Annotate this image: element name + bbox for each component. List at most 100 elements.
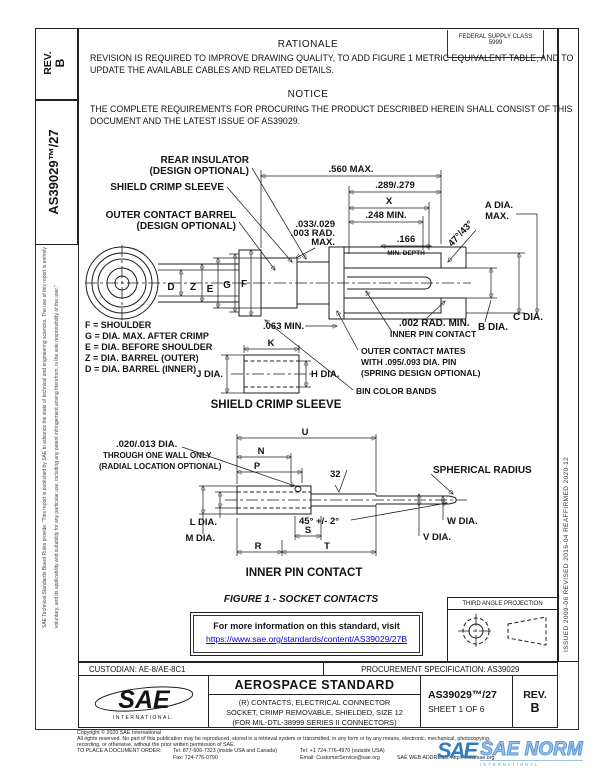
sleeve-caption: SHIELD CRIMP SLEEVE — [211, 399, 342, 411]
watermark-intl-text: INTERNATIONAL — [480, 760, 583, 767]
info-box-link[interactable]: https://www.sae.org/standards/content/AS… — [205, 634, 408, 644]
notice-heading: NOTICE — [287, 89, 329, 100]
rev-box-label: REV. B — [42, 31, 67, 95]
mates-line1: OUTER CONTACT MATES — [361, 346, 466, 356]
standard-title-cell: AEROSPACE STANDARD (R) CONTACTS, ELECTRI… — [209, 676, 421, 727]
watermark-sae-icon: SAE — [437, 738, 478, 763]
h-dia-label: H DIA. — [311, 369, 340, 380]
fax-number: Fax: 724-776-0790 — [173, 755, 218, 761]
sae-logo: SAE INTERNATIONAL. — [94, 686, 193, 721]
dim-166-sub: MIN. DEPTH — [387, 250, 425, 257]
email-address[interactable]: Email: CustomerService@sae.org — [300, 755, 380, 761]
standard-type: AEROSPACE STANDARD — [209, 676, 420, 695]
mates-line2: WITH .095/.093 DIA. PIN — [361, 357, 456, 367]
projection-symbol — [458, 614, 547, 648]
dim-063: .063 MIN. — [263, 321, 304, 332]
sae-logo-sub: INTERNATIONAL. — [112, 715, 174, 721]
dim-248: .248 MIN. — [365, 210, 406, 221]
standard-subtitle3: (FOR MIL-DTL-38999 SERIES II CONNECTORS) — [232, 718, 397, 727]
rev-value: B — [53, 58, 67, 68]
custodian-cell: CUSTODIAN: AE-8/AE-8C1 — [79, 663, 324, 675]
legend-d: D = DIA. BARREL (INNER) — [85, 364, 196, 374]
outer-contact-barrel-label: OUTER CONTACT BARREL — [106, 210, 236, 221]
pin-caption: INNER PIN CONTACT — [246, 567, 363, 579]
a-dia-label: A DIA. — [485, 200, 513, 211]
inner-pin-contact-label: INNER PIN CONTACT — [390, 329, 477, 339]
hole-dim: .020/.013 DIA. — [116, 439, 177, 450]
c-dia-label: C DIA. — [513, 312, 543, 323]
tel-outside: Tel: +1 724-776-4970 (outside USA) — [300, 748, 385, 754]
right-margin-strip — [558, 28, 579, 662]
rear-insulator-label2: (DESIGN OPTIONAL) — [150, 166, 249, 177]
watermark-norm-text: SAE NORM — [480, 739, 583, 760]
standard-subtitle2: SOCKET, CRIMP REMOVABLE, SHIELDED, SIZE … — [226, 708, 403, 717]
finish-32: 32 — [330, 469, 341, 480]
rights-text: All rights reserved. No part of this pub… — [77, 736, 491, 749]
sleeve-detail — [221, 345, 311, 393]
end-view-circles — [85, 246, 159, 320]
custodian-row: CUSTODIAN: AE-8/AE-8C1 PROCUREMENT SPECI… — [78, 662, 558, 676]
dim-u: U — [302, 427, 309, 438]
dim-560: .560 MAX. — [329, 164, 374, 175]
doc-number-box — [35, 100, 78, 245]
dim-r: R — [255, 541, 262, 552]
dim-t: T — [324, 541, 330, 552]
web-address[interactable]: SAE WEB ADDRESS: http://www.sae.org — [397, 755, 495, 761]
b-dia-label: B DIA. — [478, 322, 508, 333]
rev-box — [35, 28, 78, 100]
m-dia-label: M DIA. — [185, 533, 215, 544]
rev-cell: REV. B — [513, 676, 557, 727]
hole-note1: THROUGH ONE WALL ONLY — [103, 451, 212, 460]
sae-logo-cell: SAE INTERNATIONAL. — [79, 676, 209, 727]
copyright-line: Copyright © 2020 SAE International — [77, 730, 161, 736]
angle-45: 45° +/- 2° — [299, 516, 339, 527]
fsc-line1: FEDERAL SUPPLY CLASS — [458, 33, 533, 40]
doc-number: AS39029™/27 — [428, 689, 497, 701]
procurement-cell: PROCUREMENT SPECIFICATION: AS39029 — [361, 665, 520, 674]
angle-47-43: 47°/43° — [446, 218, 476, 249]
dim-n: N — [258, 446, 265, 457]
dim-002-rad: .002 RAD. MIN. — [399, 318, 470, 329]
l-dia-label: L DIA. — [190, 517, 217, 528]
letter-e: E — [207, 284, 214, 295]
fsc-box: FEDERAL SUPPLY CLASS 5999 — [447, 29, 544, 58]
dim-p: P — [254, 461, 261, 472]
info-box: For more information on this standard, v… — [190, 612, 423, 656]
dim-s: S — [305, 525, 311, 536]
projection-title: THIRD ANGLE PROJECTION — [448, 598, 557, 610]
figure-caption: FIGURE 1 - SOCKET CONTACTS — [224, 594, 379, 605]
legend-g: G = DIA. MAX. AFTER CRIMP — [85, 331, 209, 341]
dim-k: K — [268, 338, 275, 349]
letter-f: F — [241, 279, 247, 290]
dim-033-3: MAX. — [311, 237, 335, 248]
left-margin-text-2: voluntary, and its applicability and sui… — [54, 285, 60, 628]
bin-color-bands-label: BIN COLOR BANDS — [356, 386, 437, 396]
v-dia-label: V DIA. — [423, 532, 451, 543]
main-frame — [78, 28, 558, 662]
notice-body: THE COMPLETE REQUIREMENTS FOR PROCURING … — [90, 104, 573, 126]
figure-1-drawing: REAR INSULATOR (DESIGN OPTIONAL) SHIELD … — [85, 155, 543, 605]
dim-289-279: .289/.279 — [375, 180, 415, 191]
doc-number-cell: AS39029™/27 SHEET 1 OF 6 — [421, 676, 513, 727]
letter-z: Z — [190, 282, 196, 293]
dim-033-2: .003 RAD. — [291, 228, 335, 239]
left-margin-text-1: SAE Technical Standards Board Rules prov… — [42, 247, 48, 628]
shield-crimp-sleeve-label: SHIELD CRIMP SLEEVE — [110, 182, 224, 193]
fsc-line2: 5999 — [488, 39, 503, 46]
rationale-body: REVISION IS REQUIRED TO IMPROVE DRAWING … — [90, 53, 574, 75]
letter-d: D — [167, 282, 174, 293]
order-label: TO PLACE A DOCUMENT ORDER: — [77, 748, 162, 754]
rev-cell-value: B — [530, 700, 540, 715]
dim-166: .166 — [397, 234, 416, 245]
legend-z: Z = DIA. BARREL (OUTER) — [85, 353, 199, 363]
dim-033: .033/.029 — [295, 219, 335, 230]
rev-cell-label: REV. — [523, 688, 547, 701]
mates-line3: (SPRING DESIGN OPTIONAL) — [361, 368, 481, 378]
rationale-heading: RATIONALE — [277, 39, 339, 50]
legend-f: F = SHOULDER — [85, 320, 152, 330]
letter-g: G — [223, 280, 231, 291]
pin-detail — [181, 434, 457, 556]
standard-subtitle1: (R) CONTACTS, ELECTRICAL CONNECTOR — [238, 698, 391, 707]
info-box-text: For more information on this standard, v… — [213, 621, 400, 631]
